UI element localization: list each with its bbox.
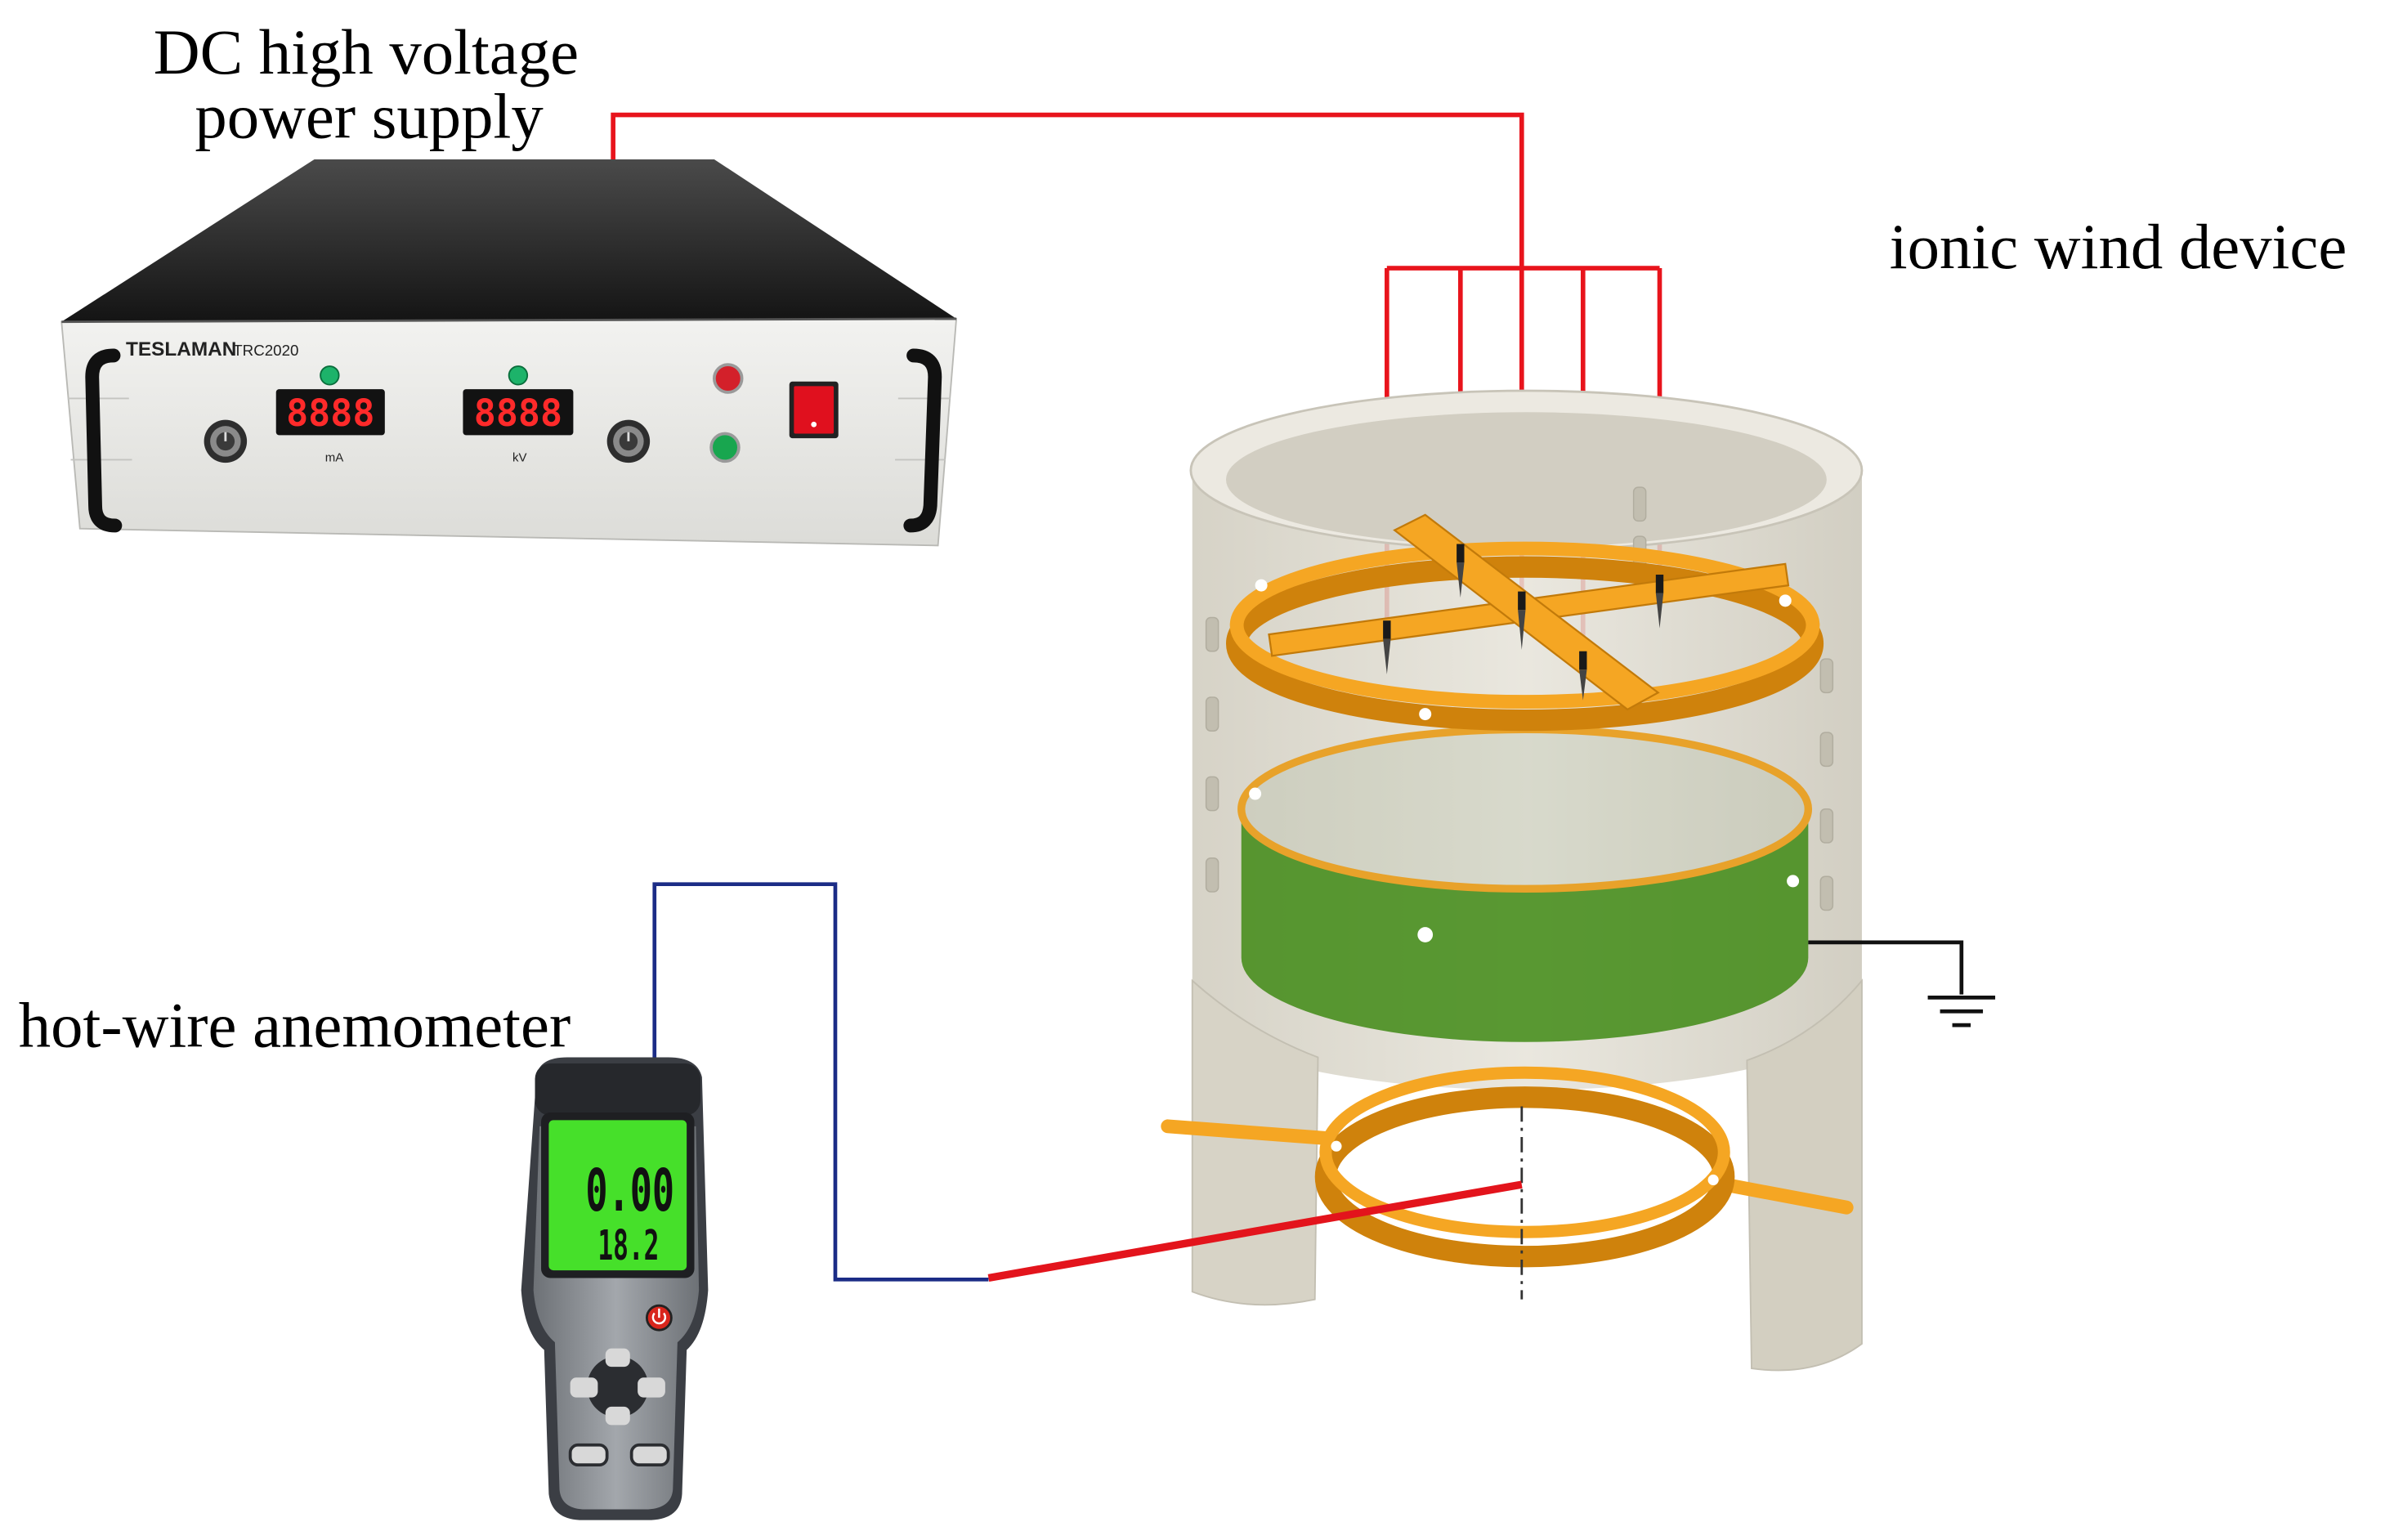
anemometer-signal-wire	[652, 882, 989, 1282]
down-key	[605, 1406, 630, 1426]
cylinder-right-leg	[1746, 978, 1863, 1372]
ionic-wind-device	[1161, 389, 1864, 1372]
velocity-reading: 0.00	[585, 1157, 674, 1224]
left-handle	[85, 348, 123, 533]
emitter-ring-hole	[1255, 579, 1268, 592]
holder-rod-left	[1161, 1119, 1337, 1146]
model-number: TRC2020	[233, 342, 298, 359]
temperature-reading: 18.2	[597, 1221, 659, 1269]
current-display-digits: 8888	[286, 392, 374, 435]
cylinder-inner-opening	[1225, 412, 1827, 548]
function-key-right	[629, 1443, 670, 1467]
corona-needle	[1655, 574, 1664, 629]
corona-needle	[1518, 591, 1526, 650]
hv-main-wire	[611, 112, 1524, 595]
right-handle	[903, 348, 942, 533]
power-icon-glyph	[651, 1308, 667, 1325]
collector-top-edge	[1237, 725, 1813, 893]
left-key	[570, 1377, 598, 1398]
power-supply-label-line2: power supply	[195, 82, 544, 153]
collector-hole	[1249, 787, 1262, 800]
hot-wire-probe	[987, 1180, 1523, 1283]
current-unit-label: mA	[325, 450, 343, 464]
dc-high-voltage-power-supply: TESLAMAN TRC2020 8888 mA 8888 kV	[60, 159, 958, 547]
hv-off-button	[709, 432, 741, 463]
probe-holder-ring	[1161, 1066, 1854, 1268]
dpad	[587, 1356, 649, 1418]
hot-wire-anemometer: 0.00 18.2	[521, 1057, 709, 1520]
voltage-unit-label: kV	[512, 450, 527, 464]
corona-needle	[1457, 544, 1465, 598]
corona-needle	[1383, 620, 1391, 674]
cylinder-wall-slots	[1205, 486, 1834, 911]
ground-wire	[1808, 940, 1964, 995]
hv-on-button	[712, 363, 744, 394]
voltage-adjust-knob	[606, 419, 651, 463]
voltage-indicator-led	[508, 365, 529, 386]
power-rocker-switch	[789, 381, 839, 439]
holder-ring-upper	[1319, 1066, 1730, 1238]
ground-connection	[1808, 940, 1996, 1027]
up-key	[605, 1348, 630, 1368]
lcd-screen	[548, 1120, 687, 1271]
corona-needles	[1383, 544, 1664, 701]
emitter-ring-hole	[1419, 708, 1432, 721]
collector-ring	[1237, 725, 1813, 1042]
current-display-panel	[275, 389, 385, 436]
holder-ring-hole	[1707, 1174, 1719, 1186]
holder-ring-hole	[1331, 1140, 1342, 1152]
collector-band	[1241, 808, 1809, 1042]
right-key	[638, 1377, 665, 1398]
brand-logo: TESLAMAN	[126, 338, 236, 360]
power-supply-label-line1: DC high voltage	[154, 17, 579, 88]
collector-hole	[1787, 875, 1800, 888]
emitter-ring-upper	[1229, 541, 1820, 710]
ionic-wind-device-label: ionic wind device	[1890, 212, 2347, 283]
anemometer-top-cap	[535, 1063, 700, 1116]
voltage-display-panel	[463, 389, 574, 436]
corona-needle	[1579, 651, 1587, 701]
power-supply-top-cover	[61, 159, 957, 322]
emitter-ring-hole	[1779, 594, 1792, 607]
voltage-display-digits: 8888	[474, 392, 562, 435]
collector-hole	[1417, 927, 1434, 942]
current-adjust-knob	[204, 419, 248, 463]
holder-rod-right	[1709, 1175, 1854, 1215]
holder-ring-lower	[1314, 1086, 1735, 1268]
function-key-left	[568, 1443, 609, 1467]
keypad	[568, 1348, 670, 1467]
emitter-frame	[1225, 541, 1824, 732]
anemometer-label: hot-wire anemometer	[19, 990, 571, 1061]
current-indicator-led	[320, 365, 340, 386]
